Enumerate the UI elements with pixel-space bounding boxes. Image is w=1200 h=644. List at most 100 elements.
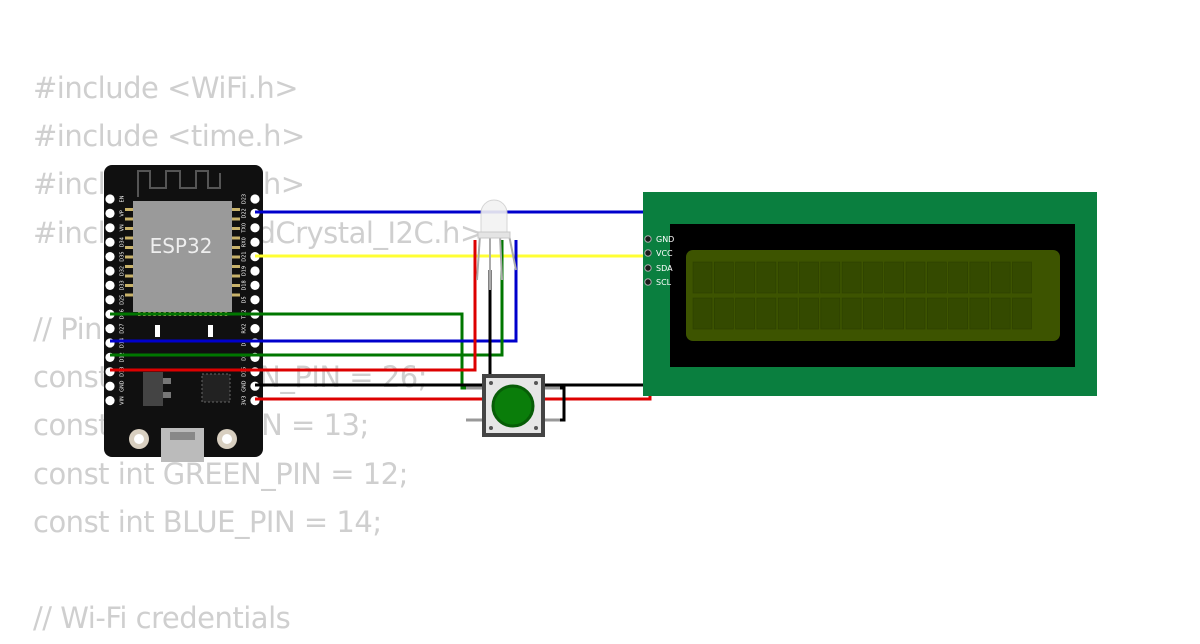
- rgb-led[interactable]: [476, 199, 517, 290]
- module-pad: [232, 293, 240, 297]
- lcd-cell: [969, 261, 990, 294]
- boot-button-cap: [134, 434, 144, 444]
- esp32-pin: [250, 223, 260, 233]
- lcd-pin: [644, 235, 652, 243]
- module-pad: [125, 284, 133, 287]
- lcd-pin: [644, 264, 652, 272]
- esp32-module: [133, 201, 232, 312]
- esp32-pin-label: D21: [242, 251, 248, 261]
- regulator-tab: [163, 378, 171, 384]
- lcd-display[interactable]: GND VCC SDA SCL: [643, 192, 1097, 396]
- esp32-pin-label: D5: [242, 296, 248, 303]
- lcd-cell: [863, 261, 883, 294]
- esp32-pin: [105, 295, 115, 305]
- lcd-pin-label-vcc: VCC: [656, 249, 673, 258]
- module-pad: [232, 236, 240, 240]
- antenna-trace-icon: [137, 170, 221, 197]
- module-pad: [125, 217, 133, 221]
- code-line: #include <WiFi.h>: [33, 71, 299, 105]
- circuit-diagram: ESP32 ENVPVND34D35D32D33D25D26D27D14D12D…: [104, 165, 1097, 462]
- esp32-pin-label: D2: [242, 354, 248, 361]
- esp32-pin-label: D22: [242, 208, 248, 218]
- module-pad: [125, 236, 133, 240]
- wire-black-button: [546, 386, 566, 422]
- button-corner: [489, 381, 493, 385]
- esp32-pin-label: EN: [120, 195, 126, 202]
- esp32-pin: [105, 396, 115, 406]
- module-pad: [125, 246, 133, 249]
- lcd-cell: [884, 261, 905, 294]
- lcd-cell: [884, 297, 905, 330]
- esp32-pin: [105, 194, 115, 204]
- reset-button-cap: [222, 434, 232, 444]
- code-line: #include <time.h>: [33, 119, 305, 154]
- led-left: [155, 325, 160, 337]
- lcd-cell: [1012, 261, 1032, 294]
- esp32-pin: [250, 295, 260, 305]
- esp32-pin-label: D18: [242, 280, 248, 290]
- esp32-pin-label: D14: [120, 338, 126, 348]
- voltage-regulator: [143, 372, 163, 406]
- esp32-pin: [250, 396, 260, 406]
- lcd-cell: [863, 297, 883, 330]
- button-corner: [534, 426, 538, 430]
- lcd-cell: [841, 297, 862, 330]
- led-leg: [476, 234, 481, 281]
- esp32-pin-label: D33: [120, 280, 126, 290]
- esp32-pin: [105, 381, 115, 391]
- module-pad: [232, 265, 240, 268]
- lcd-cell: [990, 261, 1011, 294]
- lcd-cell: [948, 297, 968, 330]
- esp32-pin: [105, 324, 115, 334]
- lcd-cell: [820, 297, 841, 330]
- lcd-cell: [692, 261, 713, 294]
- esp32-pin: [105, 208, 115, 218]
- esp32-pin-label: D19: [242, 266, 248, 276]
- esp32-pin-label: D4: [242, 339, 248, 346]
- led-right: [208, 325, 213, 337]
- esp32-pin: [250, 324, 260, 334]
- esp32-pin: [250, 280, 260, 290]
- module-pad: [125, 208, 133, 211]
- code-line: // Wi-Fi credentials: [33, 601, 291, 636]
- wire-blue-led: [110, 240, 518, 343]
- lcd-cell: [735, 261, 755, 294]
- push-button[interactable]: [466, 374, 560, 437]
- esp32-pin-label: D13: [120, 367, 126, 377]
- led-rim: [477, 231, 511, 239]
- esp32-pin-label: RX2: [242, 324, 248, 334]
- esp32-pin-label: D35: [120, 251, 126, 261]
- esp32-pin-label: D23: [242, 194, 248, 204]
- usb-chip: [201, 373, 231, 403]
- button-corner: [534, 381, 538, 385]
- esp32-pin-label: VIN: [120, 396, 126, 405]
- module-pad: [125, 255, 133, 259]
- button-corner: [489, 426, 493, 430]
- esp32-pin-label: D32: [120, 266, 126, 276]
- usb-port-inner: [170, 432, 195, 440]
- esp32-pin: [105, 280, 115, 290]
- esp32-pin: [105, 237, 115, 247]
- esp32-board[interactable]: ESP32 ENVPVND34D35D32D33D25D26D27D14D12D…: [104, 165, 263, 462]
- esp32-pin-label: D34: [120, 237, 126, 247]
- esp32-pin-label: D12: [120, 352, 126, 362]
- module-pad: [125, 227, 133, 230]
- lcd-cell: [756, 297, 777, 330]
- code-line: const int BLUE_PIN = 14;: [33, 504, 382, 539]
- lcd-cell: [820, 261, 841, 294]
- esp32-chip-label: ESP32: [150, 234, 213, 258]
- esp32-pin-label: 3V3: [242, 396, 248, 406]
- lcd-cell: [841, 261, 862, 294]
- lcd-pin-label-gnd: GND: [656, 235, 674, 244]
- module-pad: [232, 284, 240, 287]
- button-cap[interactable]: [491, 384, 535, 428]
- esp32-pin-label: D27: [120, 323, 126, 333]
- lcd-pins: [644, 235, 652, 286]
- esp32-pin-label: GND: [242, 380, 248, 392]
- led-leg: [508, 234, 517, 271]
- module-pad: [232, 227, 240, 230]
- esp32-pin: [250, 194, 260, 204]
- esp32-pin-label: D25: [120, 295, 126, 305]
- lcd-cell: [799, 261, 819, 294]
- module-pad: [232, 255, 240, 259]
